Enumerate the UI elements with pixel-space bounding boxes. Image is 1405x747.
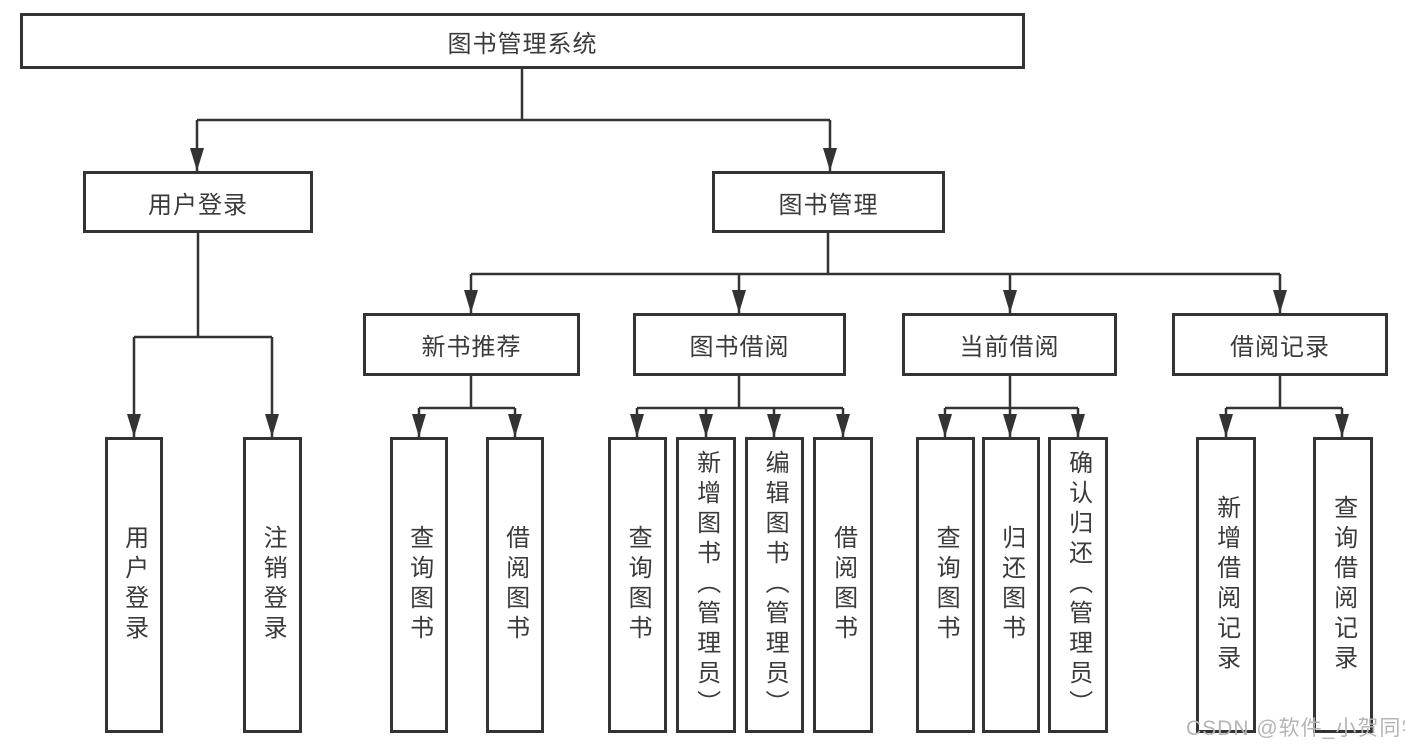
arrowhead (265, 414, 279, 437)
leaf-label: 查询图书 (624, 525, 652, 645)
arrowhead (836, 414, 850, 437)
arrowhead (630, 414, 644, 437)
leaf-logout: 注销登录 (243, 437, 302, 733)
leaf-confirm-return-admin: 确认归还（管理员） (1048, 437, 1108, 733)
arrowhead (1273, 290, 1287, 313)
leaf-label: 编辑图书（管理员） (761, 450, 789, 720)
leaf-label: 注销登录 (259, 525, 287, 645)
leaf-add-borrow-record: 新增借阅记录 (1196, 437, 1256, 733)
leaf-label: 新增借阅记录 (1212, 495, 1240, 675)
leaf-query-books-current: 查询图书 (916, 437, 975, 733)
arrowhead (508, 414, 522, 437)
arrowhead (127, 414, 141, 437)
leaf-query-borrow-record: 查询借阅记录 (1313, 437, 1373, 733)
leaf-label: 归还图书 (997, 525, 1025, 645)
leaf-label: 查询借阅记录 (1329, 495, 1357, 675)
node-book-borrow: 图书借阅 (633, 313, 846, 376)
node-user-login: 用户登录 (83, 171, 313, 233)
node-new-book-recommend: 新书推荐 (363, 313, 580, 376)
leaf-user-login: 用户登录 (105, 437, 163, 733)
leaf-query-books-recommend: 查询图书 (390, 437, 448, 733)
leaf-label: 用户登录 (120, 525, 148, 645)
leaf-query-books: 查询图书 (608, 437, 667, 733)
leaf-label: 借阅图书 (501, 525, 529, 645)
leaf-label: 查询图书 (405, 525, 433, 645)
node-library-system: 图书管理系统 (20, 13, 1025, 69)
arrowhead (938, 414, 952, 437)
arrowhead (1003, 414, 1017, 437)
node-book-management: 图书管理 (712, 171, 945, 233)
node-current-borrow: 当前借阅 (902, 313, 1117, 376)
arrowhead (1335, 414, 1349, 437)
watermark: CSDN @软件_小贺同学 (1186, 717, 1405, 740)
node-borrow-records: 借阅记录 (1172, 313, 1388, 376)
arrowhead (412, 414, 426, 437)
leaf-return-books: 归还图书 (982, 437, 1040, 733)
leaf-edit-books-admin: 编辑图书（管理员） (745, 437, 804, 733)
arrowhead (190, 148, 204, 171)
arrowhead (464, 290, 478, 313)
leaf-label: 确认归还（管理员） (1064, 450, 1092, 720)
leaf-label: 借阅图书 (829, 525, 857, 645)
leaf-borrow-books-recommend: 借阅图书 (486, 437, 544, 733)
arrowhead (1219, 414, 1233, 437)
arrowhead (1003, 290, 1017, 313)
arrowheads (127, 148, 1349, 437)
arrowhead (732, 290, 746, 313)
leaf-label: 新增图书（管理员） (692, 450, 720, 720)
arrowhead (1071, 414, 1085, 437)
arrowhead (699, 414, 713, 437)
leaf-borrow-books: 借阅图书 (813, 437, 873, 733)
arrowhead (767, 414, 781, 437)
arrowhead (823, 148, 837, 171)
leaf-label: 查询图书 (932, 525, 960, 645)
leaf-add-books-admin: 新增图书（管理员） (676, 437, 736, 733)
